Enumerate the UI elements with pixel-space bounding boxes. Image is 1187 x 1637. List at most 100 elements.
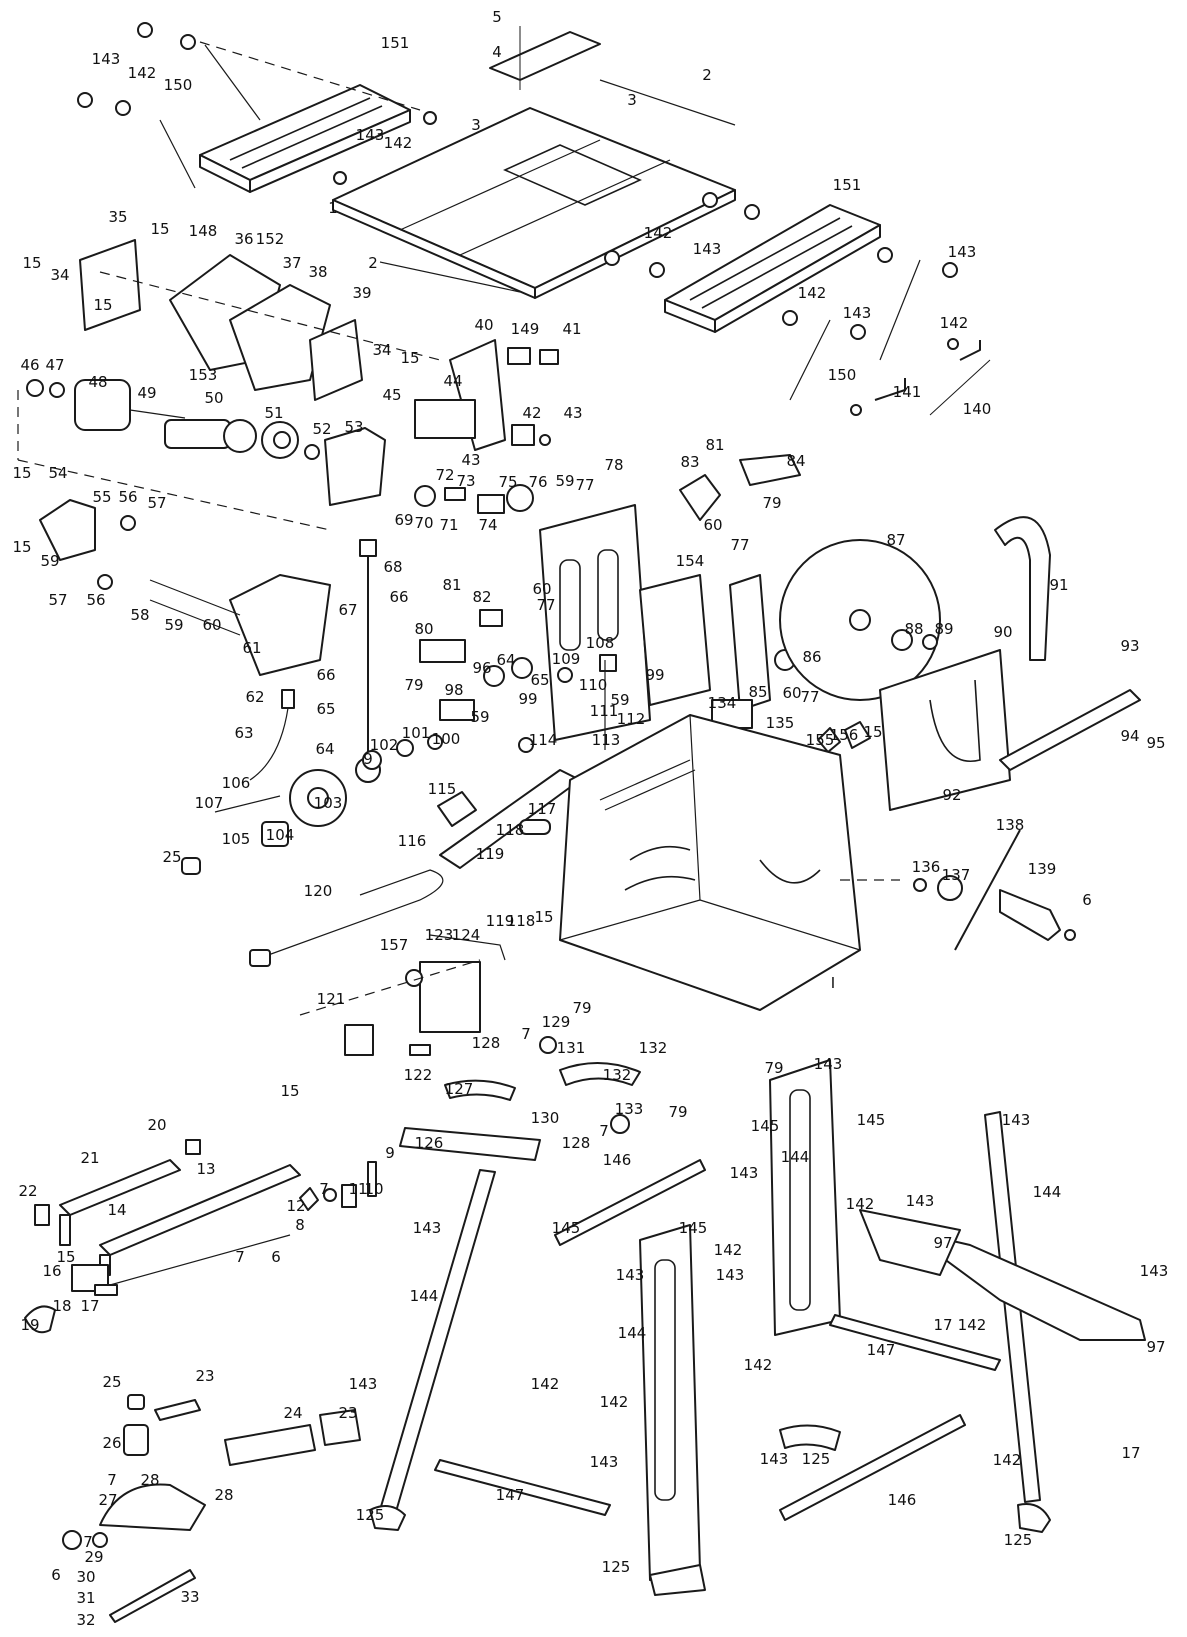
callout-151: 151: [381, 34, 410, 52]
callout-143: 143: [349, 1375, 378, 1393]
callout-144: 144: [618, 1324, 647, 1342]
callout-77: 77: [730, 536, 749, 554]
callout-28: 28: [140, 1471, 159, 1489]
callout-21: 21: [80, 1149, 99, 1167]
callout-5: 5: [492, 8, 502, 26]
callout-143: 143: [948, 243, 977, 261]
callout-127: 127: [445, 1080, 474, 1098]
callout-101: 101: [402, 724, 431, 742]
callout-43: 43: [563, 404, 582, 422]
brace-146-bottom: [779, 1414, 966, 1521]
callout-143: 143: [843, 304, 872, 322]
left-wing-slot: [229, 97, 371, 161]
callout-65: 65: [316, 700, 335, 718]
callout-96: 96: [472, 659, 491, 677]
callout-132: 132: [639, 1039, 668, 1057]
leader: [929, 359, 991, 416]
bolt-143: [744, 204, 760, 220]
callout-111: 111: [590, 702, 619, 720]
callout-81: 81: [442, 576, 461, 594]
callout-134: 134: [708, 694, 737, 712]
callout-3: 3: [471, 116, 481, 134]
callout-79: 79: [668, 1103, 687, 1121]
callout-133: 133: [615, 1100, 644, 1118]
callout-115: 115: [428, 780, 457, 798]
callout-71: 71: [439, 516, 458, 534]
callout-29: 29: [84, 1548, 103, 1566]
base-cabinet-edge: [559, 899, 701, 941]
callout-76: 76: [528, 473, 547, 491]
callout-35: 35: [108, 208, 127, 226]
callout-57: 57: [48, 591, 67, 609]
callout-118: 118: [507, 912, 536, 930]
callout-143: 143: [92, 50, 121, 68]
callout-15: 15: [280, 1082, 299, 1100]
callout-90: 90: [993, 623, 1012, 641]
nut-142: [604, 250, 620, 266]
left-wing-side: [249, 109, 411, 193]
right-wing-slot: [701, 225, 853, 309]
bracket-85: [729, 574, 771, 711]
callout-143: 143: [906, 1192, 935, 1210]
callout-22: 22: [18, 1182, 37, 1200]
gear-71: [414, 485, 436, 507]
support-rod-150: [879, 259, 921, 361]
callout-25: 25: [162, 848, 181, 866]
arm-138: [954, 829, 1021, 951]
callout-2: 2: [702, 66, 712, 84]
callout-102: 102: [370, 736, 399, 754]
callout-143: 143: [716, 1266, 745, 1284]
callout-7: 7: [107, 1471, 117, 1489]
lock-knob-115: [437, 791, 477, 827]
foot-125-left: [369, 1505, 406, 1531]
callout-27: 27: [98, 1491, 117, 1509]
callout-123: 123: [425, 926, 454, 944]
callout-15: 15: [534, 908, 553, 926]
bearing-74: [477, 494, 505, 514]
armature-50: [164, 419, 231, 449]
callout-126: 126: [415, 1134, 444, 1152]
callout-89: 89: [934, 620, 953, 638]
bracket-80: [419, 639, 466, 663]
callout-59: 59: [555, 472, 574, 490]
callout-136: 136: [912, 858, 941, 876]
callout-145: 145: [857, 1111, 886, 1129]
callout-45: 45: [382, 386, 401, 404]
callout-143: 143: [814, 1055, 843, 1073]
trunnion-slot: [597, 549, 619, 641]
callout-32: 32: [76, 1611, 95, 1629]
miter-slot-right: [459, 159, 671, 256]
callout-15: 15: [12, 538, 31, 556]
callout-44: 44: [443, 372, 462, 390]
block-82: [479, 609, 503, 627]
blade-guard-90: [879, 649, 1011, 811]
side-plate-39: [309, 319, 363, 401]
callout-72: 72: [435, 466, 454, 484]
callout-107: 107: [195, 794, 224, 812]
callout-7: 7: [599, 1122, 609, 1140]
callout-34: 34: [50, 266, 69, 284]
callout-95: 95: [1146, 734, 1165, 752]
fence-extrusion-21: [59, 1159, 181, 1216]
callout-143: 143: [356, 126, 385, 144]
washer-7: [323, 1188, 337, 1202]
callout-9: 9: [363, 750, 373, 768]
callout-142: 142: [940, 314, 969, 332]
cabinet-vents: [599, 759, 691, 801]
miter-body-27: [99, 1483, 206, 1531]
wing-nut-6: [62, 1530, 82, 1550]
right-wing-slot: [689, 217, 841, 301]
callout-60: 60: [703, 516, 722, 534]
leg-144-rear: [769, 1059, 841, 1336]
callout-15: 15: [150, 220, 169, 238]
spring-155: [817, 727, 841, 753]
callout-109: 109: [552, 650, 581, 668]
callout-146: 146: [888, 1491, 917, 1509]
nut-142: [850, 404, 862, 416]
bolt-143: [942, 262, 958, 278]
callout-113: 113: [592, 731, 621, 749]
foot-support-97b: [859, 1209, 961, 1276]
nut-142: [947, 338, 959, 350]
callout-48: 48: [88, 373, 107, 391]
